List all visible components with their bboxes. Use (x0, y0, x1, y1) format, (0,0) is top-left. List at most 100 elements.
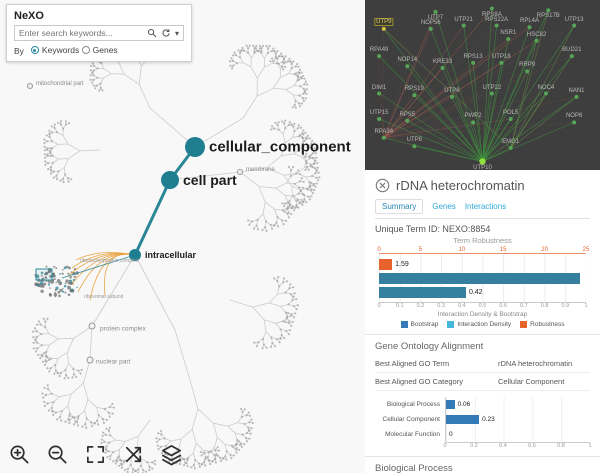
network-node-dot[interactable] (525, 69, 530, 74)
tree-node[interactable] (88, 322, 96, 330)
selected-term-box[interactable] (35, 268, 53, 281)
tree-label-cellular_component[interactable]: cellular_component (209, 138, 351, 156)
tree-label-ribonucleoprotein-complex[interactable]: ribonucleoprotein complex (80, 258, 139, 264)
network-node-dot[interactable] (449, 94, 454, 99)
tab-genes[interactable]: Genes (432, 202, 456, 211)
network-node-label[interactable]: RPS22A (485, 16, 509, 23)
tree-label-membrane[interactable]: membrane (246, 167, 275, 173)
tree-label-protein-complex[interactable]: protein complex (100, 325, 146, 333)
network-node-dot[interactable] (381, 135, 386, 140)
network-node-label[interactable]: PWP2 (464, 113, 482, 120)
network-node-label[interactable]: UTP15 (369, 110, 389, 116)
chevron-down-icon[interactable]: ▾ (174, 28, 179, 38)
tree-label-nuclear-part[interactable]: nuclear part (96, 358, 131, 366)
tree-node[interactable] (27, 83, 33, 89)
network-node-label[interactable]: UTP6 (444, 87, 460, 94)
network-node-label[interactable]: RPL4A (519, 18, 540, 25)
tree-node[interactable] (237, 169, 243, 175)
network-node-label[interactable]: NOP56 (420, 19, 441, 26)
network-node-label[interactable]: NOP6 (565, 113, 583, 120)
radio-genes[interactable]: Genes (81, 45, 118, 55)
network-node-dot[interactable] (508, 117, 513, 121)
tree-node-intracellular[interactable] (129, 249, 141, 261)
network-node-dot[interactable] (405, 64, 410, 69)
tab-interactions[interactable]: Interactions (464, 202, 507, 211)
network-node-dot[interactable] (534, 38, 539, 43)
search-icon[interactable] (147, 28, 157, 38)
network-node-dot[interactable] (489, 91, 494, 96)
network-node-dot[interactable] (471, 60, 476, 65)
network-node-dot[interactable] (569, 54, 574, 59)
network-node-dot[interactable] (494, 23, 499, 28)
network-node-label[interactable]: KRE33 (433, 59, 453, 65)
close-icon[interactable] (375, 178, 390, 193)
network-node-dot[interactable] (377, 54, 382, 59)
network-node-label[interactable]: UTP8 (406, 137, 423, 144)
network-node-dot[interactable] (574, 94, 579, 99)
zoom-in-button[interactable] (8, 443, 31, 466)
network-node-dot[interactable] (543, 91, 548, 96)
network-node-label[interactable]: RPS5 (399, 111, 416, 118)
zoom-out-button[interactable] (46, 443, 69, 466)
network-node-dot[interactable] (381, 26, 386, 31)
network-node-label[interactable]: POL5 (503, 110, 519, 116)
network-node-label[interactable]: UTP18 (491, 53, 511, 60)
network-node-dot[interactable] (428, 26, 433, 31)
tree-node-cell part[interactable] (161, 171, 179, 189)
network-node-dot[interactable] (440, 66, 445, 70)
network-node-dot[interactable] (527, 25, 532, 30)
tree-label-ribosomal-subunit[interactable]: ribosomal subunit (84, 294, 124, 300)
network-node-dot[interactable] (405, 118, 410, 123)
radio-dot[interactable] (30, 46, 39, 54)
network-node-dot[interactable] (546, 8, 551, 13)
network-node-dot[interactable] (412, 144, 417, 149)
pan-arrows-button[interactable] (122, 443, 145, 466)
network-node-label[interactable]: RPA34 (374, 128, 394, 135)
network-node-dot[interactable] (572, 120, 577, 125)
network-node-label[interactable]: RPS8A (482, 11, 502, 18)
network-node-label[interactable]: RRP9 (519, 62, 536, 69)
network-node-dot[interactable] (499, 60, 504, 65)
network-node-label[interactable]: UTP22 (482, 84, 502, 91)
network-node-label[interactable]: RPA49 (369, 47, 389, 54)
reset-icon[interactable] (161, 28, 171, 38)
network-node-label[interactable]: RPS13 (463, 53, 483, 60)
network-node-dot[interactable] (471, 120, 476, 125)
tab-summary[interactable]: Summary (375, 199, 424, 214)
tree-node-cellular_component[interactable] (185, 137, 205, 157)
tree-node[interactable] (86, 356, 94, 364)
network-node-label[interactable]: BUD21 (562, 47, 582, 54)
network-node-dot[interactable] (508, 145, 513, 150)
network-node-dot[interactable] (506, 37, 511, 42)
layers-button[interactable] (160, 443, 183, 466)
network-node-label[interactable]: UTP21 (454, 16, 474, 23)
network-node-label[interactable]: DIM1 (371, 84, 387, 91)
network-node-label[interactable]: UTP13 (564, 16, 584, 23)
radio-dot[interactable] (81, 46, 90, 54)
network-node-label[interactable]: RPS19 (404, 86, 424, 93)
tree-label-intracellular[interactable]: intracellular (145, 250, 197, 260)
network-node-label[interactable]: NOP14 (397, 57, 418, 64)
fit-screen-button[interactable] (84, 443, 107, 466)
search-input[interactable] (19, 28, 143, 38)
network-node-label[interactable]: EMG1 (502, 138, 520, 145)
network-node-dot[interactable] (433, 9, 438, 14)
network-node-dot[interactable] (461, 23, 466, 28)
network-node-dot[interactable] (412, 93, 417, 98)
network-node-dot[interactable] (377, 117, 382, 121)
network-node-dot[interactable] (489, 6, 494, 11)
network-node-dot[interactable] (377, 91, 382, 96)
tree-label-mitochondrial-part[interactable]: mitochondrial part (36, 81, 84, 87)
network-node-dot[interactable] (479, 158, 486, 165)
tree-label-cell-part[interactable]: cell part (183, 172, 237, 188)
network-node-label[interactable]: NSR1 (500, 30, 517, 37)
network-canvas[interactable] (365, 0, 600, 170)
tree-canvas[interactable] (0, 0, 365, 473)
network-node-label[interactable]: HSC82 (526, 31, 547, 38)
radio-keywords[interactable]: Keywords (30, 45, 79, 55)
network-node-label[interactable]: RPS17B (536, 13, 560, 20)
network-node-label[interactable]: UTP9 (374, 17, 394, 26)
network-node-label[interactable]: NAN1 (568, 87, 585, 94)
